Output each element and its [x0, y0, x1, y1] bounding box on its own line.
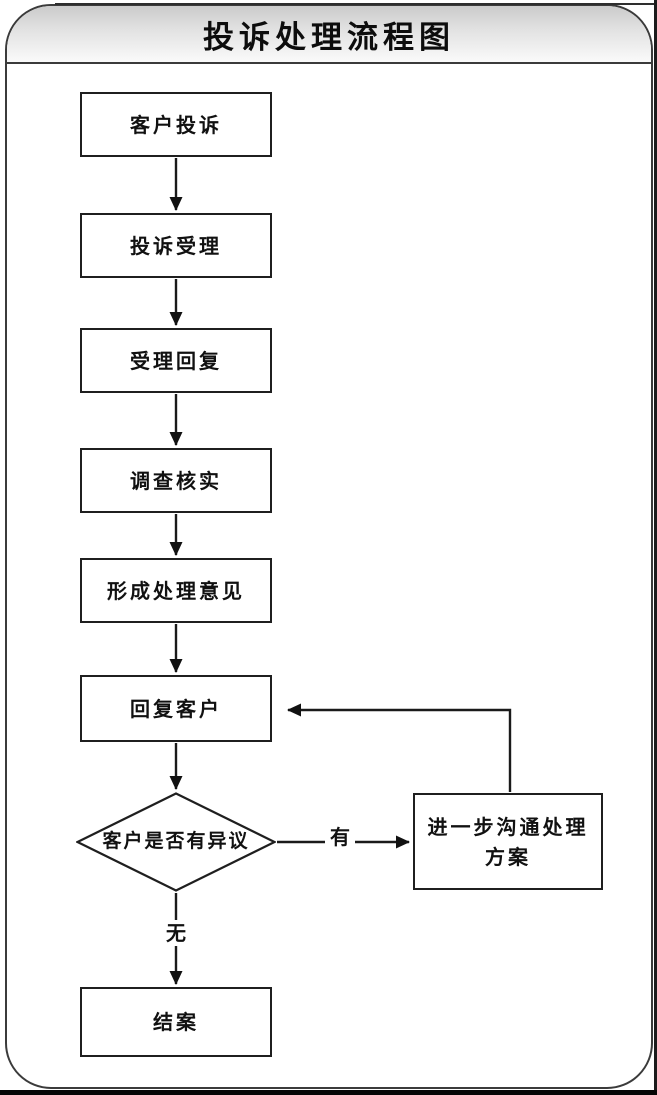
edge-label-no: 无: [161, 920, 191, 946]
edge-further-loopback: [287, 703, 512, 792]
outer-frame: 投诉处理流程图: [5, 4, 653, 1089]
node-investigate-verify: 调查核实: [80, 448, 272, 513]
node-label: 进一步沟通处理方案: [427, 814, 589, 869]
node-label: 回复客户: [130, 696, 222, 721]
node-customer-complaint: 客户投诉: [80, 92, 272, 157]
node-acceptance-reply: 受理回复: [80, 328, 272, 393]
node-customer-objection-decision: 客户是否有异议: [76, 792, 276, 892]
node-reply-customer: 回复客户: [80, 675, 272, 742]
scan-edge-bottom: [0, 1090, 657, 1095]
edge-label-yes: 有: [325, 824, 355, 850]
node-label: 受理回复: [130, 348, 222, 373]
node-label: 投诉受理: [130, 233, 222, 258]
node-form-handling-opinion: 形成处理意见: [80, 558, 272, 623]
diamond-shape: [76, 792, 276, 892]
title-bar: 投诉处理流程图: [7, 6, 651, 64]
node-label: 客户投诉: [130, 112, 222, 137]
node-label: 结案: [153, 1010, 199, 1034]
scan-edge-top: [55, 3, 657, 5]
node-label: 形成处理意见: [107, 578, 245, 603]
node-complaint-acceptance: 投诉受理: [80, 213, 272, 278]
page-title: 投诉处理流程图: [203, 19, 455, 56]
node-label: 客户是否有异议: [102, 830, 250, 853]
scan-edge-right: [654, 0, 657, 1095]
node-label: 调查核实: [130, 468, 222, 493]
node-further-communication: 进一步沟通处理方案: [413, 793, 603, 890]
node-close-case: 结案: [80, 987, 272, 1057]
